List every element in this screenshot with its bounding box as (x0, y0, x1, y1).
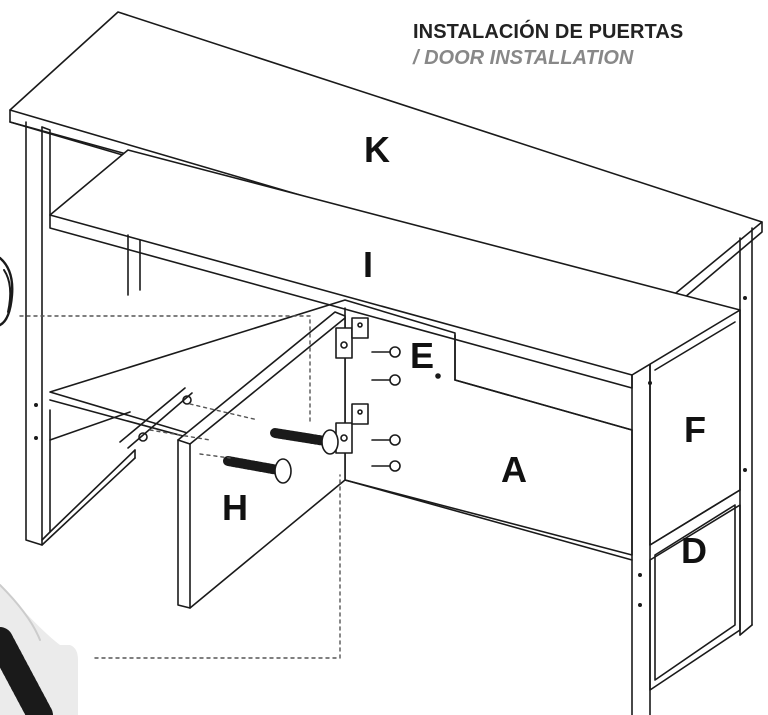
handle-screw-lower (223, 456, 292, 484)
callout-arc (0, 584, 41, 641)
left-side-panel (25, 121, 43, 546)
label-d: D (681, 530, 707, 571)
screw-detail-icon (0, 627, 53, 715)
side-panel-d (649, 504, 741, 691)
handle-detail-icon (0, 256, 14, 327)
screw-e4 (371, 460, 401, 472)
handle-screw-upper (270, 428, 339, 455)
label-k: K (364, 129, 390, 170)
screw-e2 (371, 374, 401, 386)
hinge-upper (335, 317, 369, 359)
label-f: F (684, 409, 706, 450)
label-h: H (222, 487, 248, 528)
label-a: A (501, 449, 527, 490)
label-e: E (410, 335, 435, 376)
label-i: I (363, 244, 374, 285)
title-spanish: INSTALACIÓN DE PUERTAS (413, 21, 684, 43)
screw-e3 (371, 434, 401, 446)
shelf-i (49, 149, 741, 376)
guide-line-bottom (94, 474, 341, 659)
door-handle (119, 387, 193, 449)
door-panel (177, 311, 346, 609)
title-english: / DOOR INSTALLATION (413, 47, 634, 69)
screw-e1 (371, 346, 401, 358)
guide-line-top (19, 315, 311, 426)
